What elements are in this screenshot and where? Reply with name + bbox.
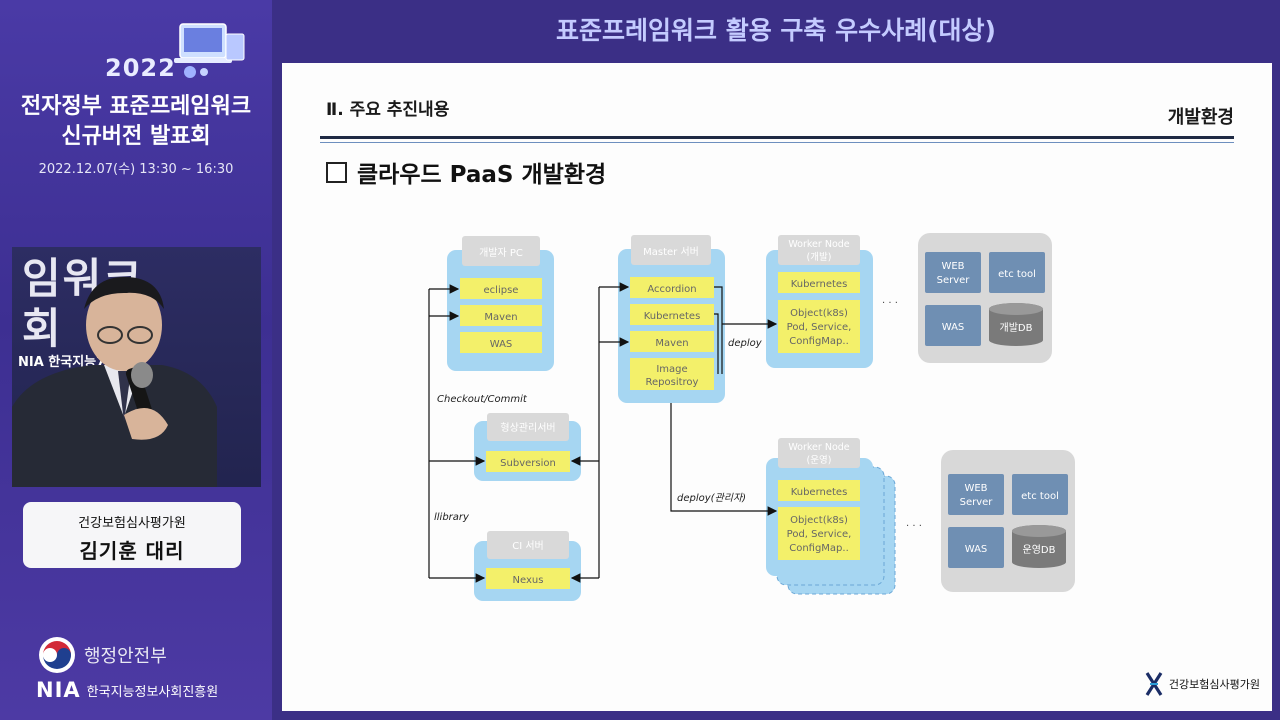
- deploy-admin-label: deploy(관리자): [677, 492, 746, 504]
- footer-org-name: 건강보험심사평가원: [1168, 678, 1260, 691]
- svg-text:개발DB: 개발DB: [1000, 322, 1033, 334]
- master-item: Repositroy: [646, 377, 699, 388]
- speaker-namecard: 건강보험심사평가원 김기훈 대리: [23, 502, 241, 568]
- footer-logo: 건강보험심사평가원: [1145, 671, 1260, 697]
- worker-dev-obj: ConfigMap..: [789, 336, 849, 347]
- master-title: Master 서버: [643, 246, 699, 258]
- ci-item: Nexus: [513, 575, 544, 586]
- master-item: Accordion: [647, 284, 696, 295]
- worker-dev-obj: Pod, Service,: [787, 322, 852, 333]
- hira-logo-icon: [1145, 672, 1163, 696]
- dev-pc-item: Maven: [484, 312, 517, 323]
- scm-title: 형상관리서버: [500, 422, 555, 434]
- master-item: Maven: [655, 338, 688, 349]
- slide-heading-text: 클라우드 PaaS 개발환경: [357, 162, 607, 188]
- svg-text:etc tool: etc tool: [998, 269, 1036, 280]
- ministry-name: 행정안전부: [84, 646, 167, 667]
- event-date: 2022.12.07(수) 13:30 ~ 16:30: [38, 162, 234, 177]
- deploy-label: deploy: [728, 338, 763, 349]
- svg-text:WEB: WEB: [941, 261, 964, 272]
- event-year: 2022: [105, 54, 176, 82]
- master-server-node: Master 서버 Accordion Kubernetes Maven Ima…: [618, 235, 725, 403]
- worker-ops-k8s: Kubernetes: [791, 487, 848, 498]
- laptop-illustration-icon: [174, 23, 245, 78]
- master-item: Image: [656, 364, 687, 375]
- worker-ops-obj: Object(k8s): [790, 515, 848, 526]
- slide-heading: 클라우드 PaaS 개발환경: [326, 155, 606, 189]
- presentation-title: 표준프레임워크 활용 구축 우수사례(대상): [556, 16, 996, 45]
- worker-dev-obj: Object(k8s): [790, 308, 848, 319]
- svg-text:Server: Server: [960, 497, 994, 508]
- ministry-logo: 행정안전부: [38, 636, 167, 674]
- worker-ops-obj: Pod, Service,: [787, 529, 852, 540]
- nia-logo: NIA 한국지능정보사회진흥원: [36, 678, 218, 702]
- speaker-video: 임워크 회 NIA 한국지능7: [12, 247, 261, 487]
- worker-dev-title: Worker Node: [788, 239, 849, 250]
- ci-title: CI 서버: [512, 540, 544, 552]
- ellipsis-ops: · · ·: [906, 521, 922, 532]
- presentation-slide: Ⅱ. 주요 추진내용 개발환경 클라우드 PaaS 개발환경 개발자 PC ec…: [282, 63, 1272, 711]
- nia-mark: NIA: [36, 678, 81, 702]
- dev-pc-node: 개발자 PC eclipse Maven WAS: [447, 236, 554, 371]
- nia-name: 한국지능정보사회진흥원: [86, 684, 219, 700]
- backdrop-text-2: 회: [22, 304, 61, 353]
- speaker-figure: [12, 277, 217, 487]
- scm-item: Subversion: [500, 458, 556, 469]
- architecture-diagram: 개발자 PC eclipse Maven WAS Master 서버 Accor…: [428, 233, 1075, 601]
- master-item: Kubernetes: [644, 311, 701, 322]
- speaker-name: 김기훈 대리: [79, 539, 185, 563]
- worker-ops-title: Worker Node: [788, 442, 849, 453]
- svg-text:운영DB: 운영DB: [1023, 544, 1056, 556]
- section-label: 개발환경: [1167, 107, 1234, 128]
- svg-text:Server: Server: [937, 275, 971, 286]
- event-sidebar: 2022 전자정부 표준프레임워크 신규버전 발표회 2022.12.07(수)…: [0, 0, 272, 720]
- worker-ops-obj: ConfigMap..: [789, 543, 849, 554]
- ci-server-node: CI 서버 Nexus: [474, 531, 581, 601]
- taegeuk-icon: [39, 637, 75, 673]
- svg-text:etc tool: etc tool: [1021, 491, 1059, 502]
- checkout-label: Checkout/Commit: [437, 394, 528, 405]
- connector-lines: [428, 282, 778, 583]
- worker-node-dev: Worker Node (개발) Kubernetes Object(k8s) …: [766, 235, 873, 368]
- speaker-org: 건강보험심사평가원: [78, 516, 186, 531]
- svg-text:WEB: WEB: [964, 483, 987, 494]
- library-label: llibrary: [434, 512, 470, 523]
- worker-node-ops: Worker Node (운영) Kubernetes Object(k8s) …: [766, 438, 896, 595]
- dev-pc-item: WAS: [490, 339, 513, 350]
- worker-dev-subtitle: (개발): [807, 252, 832, 263]
- env-panel-ops: WEB Server etc tool WAS 운영DB: [941, 450, 1075, 592]
- section-title: Ⅱ. 주요 추진내용: [326, 100, 450, 120]
- header-rule-thin: [320, 142, 1234, 143]
- header-rule: [320, 136, 1234, 139]
- svg-text:WAS: WAS: [942, 322, 965, 333]
- dev-pc-title: 개발자 PC: [479, 247, 523, 259]
- event-title-line1: 전자정부 표준프레임워크: [20, 94, 252, 119]
- svg-text:WAS: WAS: [965, 544, 988, 555]
- square-bullet-icon: [326, 161, 347, 183]
- ellipsis-dev: · · ·: [882, 298, 898, 309]
- worker-ops-subtitle: (운영): [807, 455, 832, 466]
- env-panel-dev: WEB Server etc tool WAS 개발DB: [918, 233, 1052, 363]
- worker-dev-k8s: Kubernetes: [791, 279, 848, 290]
- scm-server-node: 형상관리서버 Subversion: [474, 413, 581, 481]
- dev-pc-item: eclipse: [484, 285, 519, 296]
- event-title-line2: 신규버전 발표회: [61, 124, 211, 149]
